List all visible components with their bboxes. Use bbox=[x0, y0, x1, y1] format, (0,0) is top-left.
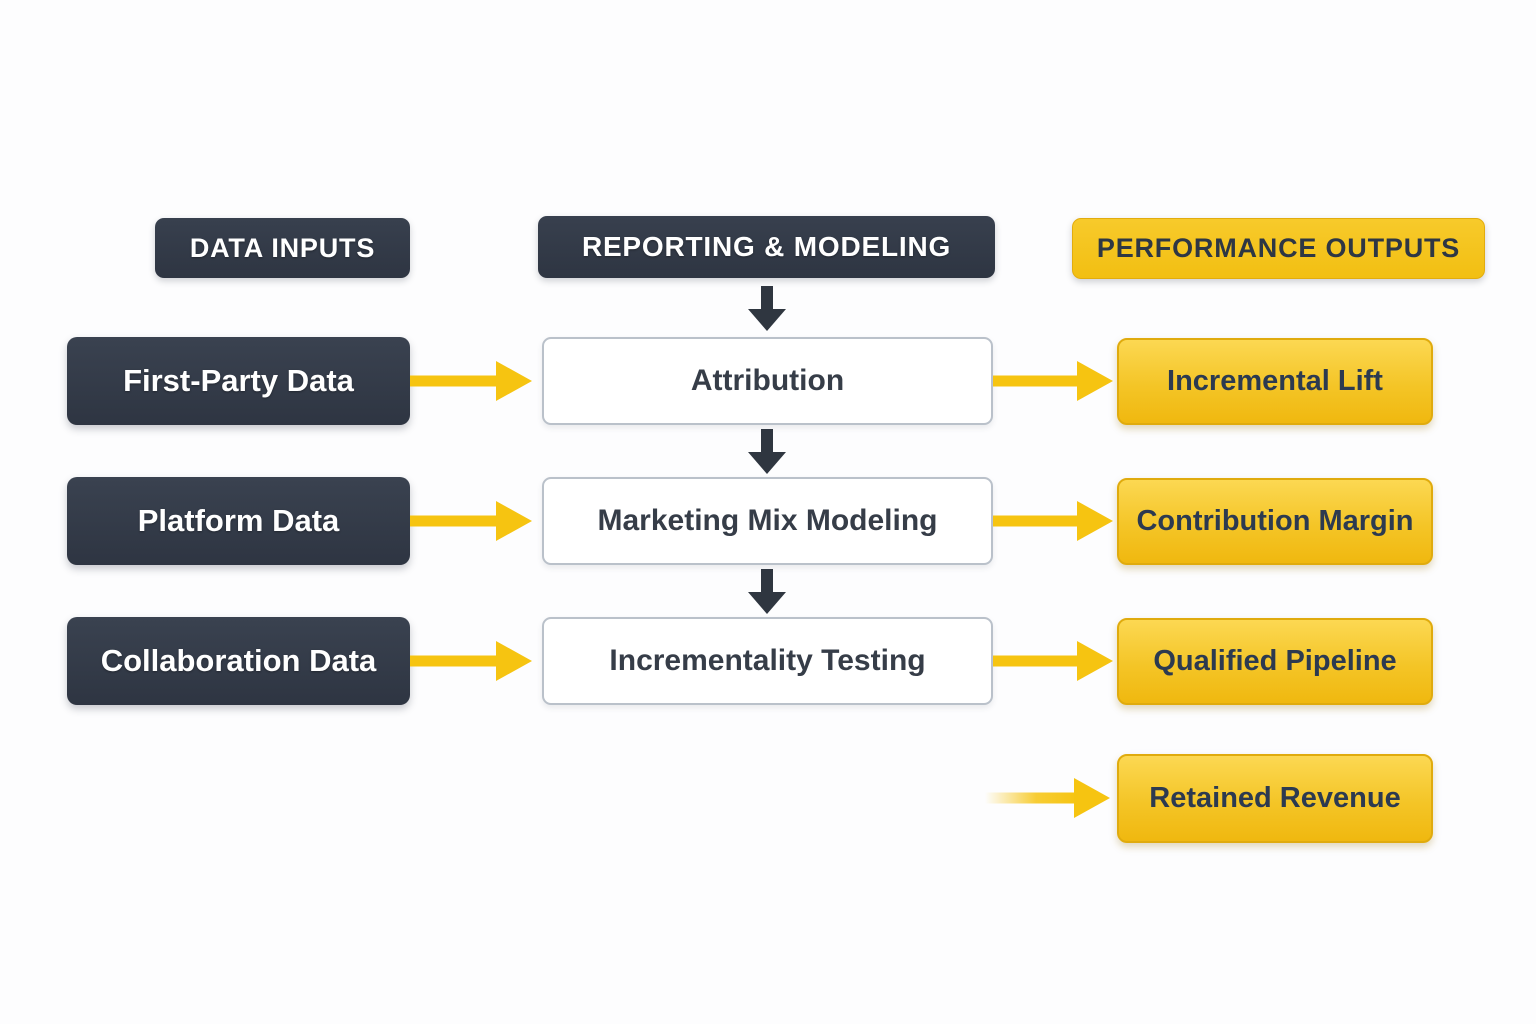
arrow-down-icon bbox=[748, 569, 786, 614]
output-box-incremental-lift: Incremental Lift bbox=[1117, 338, 1433, 425]
input-box-collaboration-data: Collaboration Data bbox=[67, 617, 410, 705]
input-box-platform-data: Platform Data bbox=[67, 477, 410, 565]
arrow-right-fade-icon bbox=[985, 778, 1110, 818]
arrow-right-icon bbox=[410, 501, 532, 541]
header-data-inputs: DATA INPUTS bbox=[155, 218, 410, 278]
arrow-right-icon bbox=[993, 501, 1113, 541]
header-reporting-modeling: REPORTING & MODELING bbox=[538, 216, 995, 278]
arrow-right-icon bbox=[993, 641, 1113, 681]
arrow-down-icon bbox=[748, 286, 786, 331]
header-performance-outputs: PERFORMANCE OUTPUTS bbox=[1072, 218, 1485, 279]
output-box-qualified-pipeline: Qualified Pipeline bbox=[1117, 618, 1433, 705]
modeling-box-marketing-mix-modeling: Marketing Mix Modeling bbox=[542, 477, 993, 565]
output-box-contribution-margin: Contribution Margin bbox=[1117, 478, 1433, 565]
modeling-box-incrementality-testing: Incrementality Testing bbox=[542, 617, 993, 705]
arrow-down-icon bbox=[748, 429, 786, 474]
arrow-right-icon bbox=[410, 641, 532, 681]
arrow-right-icon bbox=[410, 361, 532, 401]
input-box-first-party-data: First-Party Data bbox=[67, 337, 410, 425]
output-box-retained-revenue: Retained Revenue bbox=[1117, 754, 1433, 843]
arrow-right-icon bbox=[993, 361, 1113, 401]
modeling-box-attribution: Attribution bbox=[542, 337, 993, 425]
